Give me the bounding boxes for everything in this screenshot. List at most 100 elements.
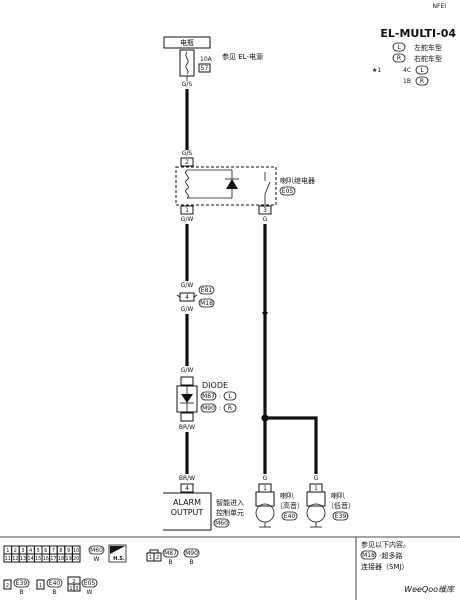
footer-connector: E05 [84,580,96,587]
legend-symbol-left [415,65,429,75]
legend-code: 4C [403,67,411,74]
pin-number: 4 [185,294,189,301]
legend-symbol-right [392,53,406,63]
horn-icon [306,503,326,523]
grid-cell-label: 18 [58,556,64,562]
footer-note-1: 参见以下内容。 [361,540,410,549]
pin-number: 2 [156,555,159,561]
wire-color-label: G/W [181,216,194,223]
footer-connector-badge [46,578,63,588]
footer-note-3: 连接器（SMJ） [361,562,409,571]
horn-note: （低音） [327,501,355,510]
relay-box [175,166,277,206]
footer-note-code: M18 [362,552,375,559]
flow-arrow-icon [262,312,268,318]
grid-cell-label: 20 [73,556,79,562]
diode-pin-bottom [180,412,194,422]
horn-high: G 1 喇叭 （高音） E40 [255,475,304,528]
module-name-line2: 控制单元 [216,508,244,517]
joint-connector-bottom-badge [198,298,215,308]
fuse-box [179,49,195,77]
legend-symbol-text: L [420,67,424,74]
diode-pin-top [180,376,194,386]
footer-connector-color: W [87,589,93,596]
legend-symbol-left [392,42,406,52]
diode-icon [181,394,193,403]
legend-symbol-text: R [397,55,401,62]
pin-number: 2 [6,583,9,589]
grid-cell-label: 8 [59,548,62,554]
pin-number: 1 [263,485,267,492]
legend-code: 1B [403,78,411,85]
horn-icon [255,503,275,523]
wire-color-label: G/W [181,367,194,374]
horn-name: 喇叭 [280,491,294,500]
footer-connector: E39 [16,580,28,587]
grid-cell-label: 14 [27,556,33,562]
wire-color-label: G/W [181,306,194,313]
grid-cell-label: 12 [12,556,18,562]
footer-connector-badge [183,548,200,558]
grid-cell-label: 10 [73,548,79,554]
pin-number: 3 [75,586,78,592]
relay-coil-icon [185,169,189,199]
horn-note: （高音） [276,501,304,510]
footer-connector-badge [88,545,105,555]
diagram-title: EL-MULTI-04 [380,27,456,40]
footer-connector-1: M60 [90,547,103,554]
relay-top-pin [180,157,194,167]
diode-connector-1: M87 [202,393,215,400]
pin-number: 1 [39,583,42,589]
footer-row2: 2 E39 B 1 E40 B 2 1 3 E05 W [3,576,98,596]
module-output-line1: ALARM [173,498,201,507]
grid-cell-label: 7 [52,548,55,554]
wire-color-label: BR/W [179,424,195,431]
footer-connector-badge [13,578,30,588]
joint-connector-top-badge [198,285,215,295]
alarm-module: BR/W 4 ALARM OUTPUT 智能进入 控制单元 M60 [163,475,244,531]
grid-cell-label: 16 [43,556,49,562]
module-output-line2: OUTPUT [171,508,204,517]
legend-symbol-text: L [397,44,401,51]
wire-color-label: G/S [182,150,193,157]
relay-pin-left [180,205,194,215]
relay-switch-icon [264,181,271,195]
horn-body [255,491,275,507]
wire-color-label: G [263,475,268,482]
battery-box [163,36,211,49]
legend-text: 左舵车型 [414,43,442,52]
grid-cell-label: 15 [35,556,41,562]
diode-connector-symbol-badge [223,391,237,401]
wire-color-label: G [263,216,268,223]
horn-connector-badge [332,511,349,521]
grid-cell-label: 17 [50,556,56,562]
svg-text::: : [219,393,221,400]
grid-cell-label: 5 [37,548,40,554]
wire-color-label: G/W [181,282,194,289]
battery-label: 电瓶 [180,38,194,47]
module-connector-badge [213,518,230,528]
pin-number: 2 [185,159,189,166]
legend-mark: ★1 [372,67,381,74]
battery-supply: 电瓶 10A 57 参见 EL-电源 G/S [163,36,263,88]
pin-number: 3 [263,207,267,214]
module-connector: M60 [215,520,228,527]
watermark: WeeQoo维库 [404,585,456,594]
horn-low: G 1 喇叭 （低音） E39 [306,475,355,528]
footer-note-badge [360,550,377,560]
horn-connector-badge [281,511,298,521]
hs-label: H.S. [113,556,125,562]
wire-color-label: G [314,475,319,482]
wire-g [265,416,318,474]
footer-connector-badge [162,548,179,558]
grid-cell-label: 3 [21,548,24,554]
footer-connector-color: B [52,589,56,596]
diode-unit: G/W DIODE M87 : L M90 : R BR/W [176,367,237,431]
grid-cell-label: 13 [20,556,26,562]
module-box [163,492,212,531]
horn-name: 喇叭 [331,491,345,500]
